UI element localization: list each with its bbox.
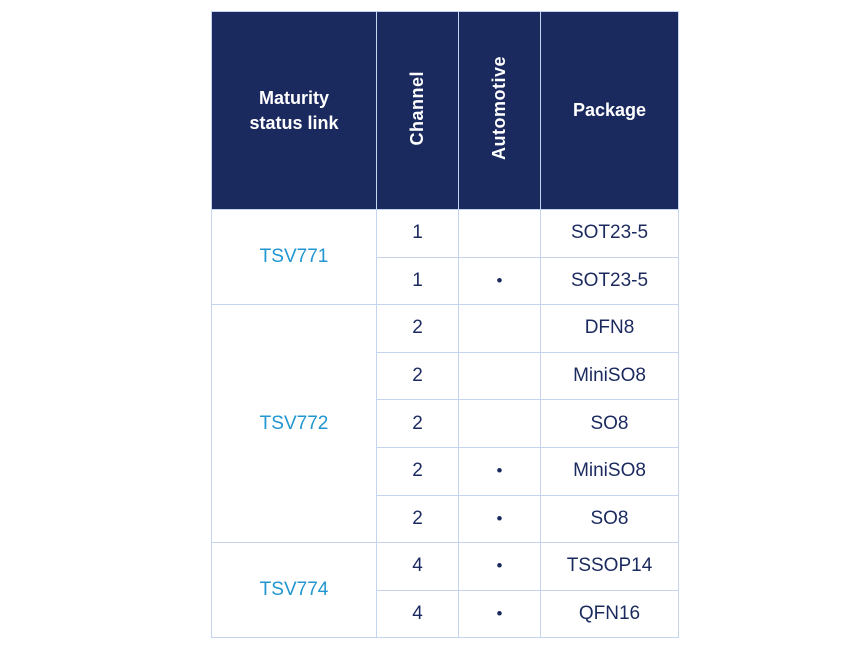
package-cell: TSSOP14 <box>540 542 679 591</box>
package-cell: MiniSO8 <box>540 351 679 401</box>
automotive-cell <box>458 304 541 353</box>
product-selection-table: Maturity status link Channel Automotive … <box>211 11 679 639</box>
channel-cell: 2 <box>376 304 459 353</box>
automotive-cell <box>458 209 541 258</box>
header-automotive: Automotive <box>458 11 541 210</box>
header-package-label: Package <box>572 100 647 121</box>
channel-cell: 2 <box>376 446 459 496</box>
automotive-cell: • <box>458 446 541 496</box>
channel-cell: 1 <box>376 256 459 306</box>
product-cell-tsv774: TSV774 <box>211 542 377 639</box>
package-cell: SOT23-5 <box>540 256 679 306</box>
product-link-tsv772[interactable]: TSV772 <box>259 412 329 434</box>
channel-cell: 2 <box>376 399 459 448</box>
automotive-cell <box>458 351 541 401</box>
table-row: TSV771 1 SOT23-5 <box>211 208 679 306</box>
product-link-tsv774[interactable]: TSV774 <box>259 579 329 601</box>
header-maturity-status-link: Maturity status link <box>211 11 377 210</box>
automotive-cell: • <box>458 589 541 639</box>
channel-cell: 1 <box>376 209 459 258</box>
header-row: Maturity status link Channel Automotive … <box>211 11 679 210</box>
table-row: 2 • SO8 <box>212 494 679 544</box>
header-automotive-label: Automotive <box>489 56 509 160</box>
automotive-cell: • <box>458 542 541 591</box>
header-maturity-label: Maturity status link <box>249 88 339 133</box>
channel-cell: 4 <box>376 542 459 591</box>
channel-cell: 4 <box>376 589 459 639</box>
package-cell: MiniSO8 <box>540 446 679 496</box>
table-row: 1 • SOT23-5 <box>212 256 679 306</box>
channel-cell: 2 <box>376 494 459 544</box>
package-cell: SO8 <box>540 494 679 544</box>
automotive-cell <box>458 399 541 448</box>
product-link-tsv771[interactable]: TSV771 <box>259 246 329 268</box>
package-cell: QFN16 <box>540 589 679 639</box>
header-package: Package <box>540 11 679 210</box>
header-channel-label: Channel <box>407 70 427 146</box>
package-cell: DFN8 <box>540 304 679 353</box>
table-row: TSV772 2 DFN8 <box>211 304 679 544</box>
channel-cell: 2 <box>376 351 459 401</box>
package-cell: SO8 <box>540 399 679 448</box>
automotive-cell: • <box>458 494 541 544</box>
automotive-cell: • <box>458 256 541 306</box>
product-cell-tsv771: TSV771 <box>211 208 377 306</box>
table-row: 2 MiniSO8 <box>212 351 679 401</box>
table-row: 4 • QFN16 <box>212 589 679 639</box>
header-channel: Channel <box>376 11 459 210</box>
package-cell: SOT23-5 <box>540 209 679 258</box>
table-row: TSV774 4 • TSSOP14 <box>211 542 679 639</box>
table-row: 2 SO8 <box>212 399 679 448</box>
product-cell-tsv772: TSV772 <box>211 304 377 544</box>
table-row: 2 • MiniSO8 <box>212 446 679 496</box>
